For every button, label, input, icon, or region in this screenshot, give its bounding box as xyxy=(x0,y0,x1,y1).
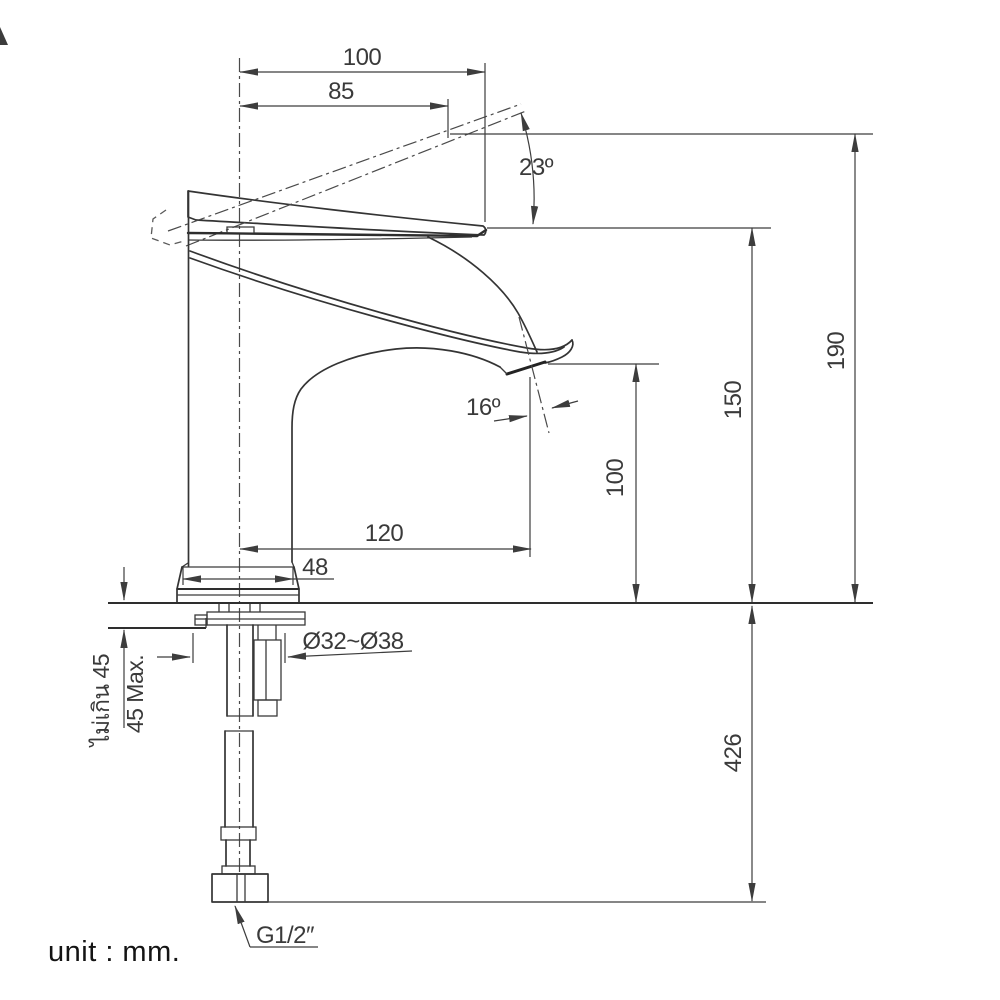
outlet-face xyxy=(505,360,547,376)
dim-label-outlet-reach: 120 xyxy=(365,520,404,547)
dim-label-handle-reach: 85 xyxy=(328,78,354,105)
spout-underside xyxy=(291,347,501,563)
body-top-plate xyxy=(186,228,488,238)
dimension-outlet-reach: 120 xyxy=(239,377,532,557)
dim-label-top-reach: 100 xyxy=(343,44,382,71)
dimension-under-height: 426 xyxy=(720,605,756,902)
base-flange xyxy=(176,561,300,603)
dim-label-thread: G1/2″ xyxy=(256,922,315,949)
dimension-outlet-angle: 16º xyxy=(466,316,579,434)
body-top-plate-lower xyxy=(187,236,473,241)
outlet-axis xyxy=(518,316,550,434)
mounting-hardware xyxy=(194,604,306,717)
dim-label-deck-max-en: 45 Max. xyxy=(122,655,148,733)
unit-note: unit : mm. xyxy=(48,936,180,968)
stud-end xyxy=(257,699,278,717)
dim-label-overall-height: 190 xyxy=(823,332,850,371)
pipe-step xyxy=(221,865,256,875)
spout-top-ridge-2 xyxy=(189,257,565,355)
dim-label-hole-diameter: Ø32~Ø38 xyxy=(302,628,403,655)
dimension-hole-diameter: Ø32~Ø38 xyxy=(157,628,413,663)
dimension-handle-reach: 85 xyxy=(239,78,449,138)
dimension-base-width: 48 xyxy=(182,554,334,585)
corner-artifact xyxy=(0,27,8,45)
dim-label-outlet-height: 100 xyxy=(602,459,629,498)
spout-front-curve xyxy=(427,236,538,353)
outlet-notch xyxy=(499,366,508,375)
dimension-outlet-height: 100 xyxy=(602,363,640,603)
faucet-body xyxy=(150,58,574,872)
supply-pipe xyxy=(211,730,269,903)
dim-label-handle-angle: 23º xyxy=(519,154,554,181)
dimension-spout-height: 150 xyxy=(720,227,756,603)
counter-deck xyxy=(108,601,873,630)
pipe-collar xyxy=(220,826,257,841)
cartridge-notch xyxy=(226,226,255,233)
dim-label-base-width: 48 xyxy=(302,554,328,581)
dim-label-deck-max-thai: ไม่เกิน 45 xyxy=(88,654,114,748)
dimension-handle-angle: 23º xyxy=(519,112,554,225)
spout-top-ridge xyxy=(189,250,573,351)
spout-nose xyxy=(544,339,574,364)
dimension-top-reach: 100 xyxy=(239,44,486,222)
thread-callout: G1/2″ xyxy=(234,905,318,949)
dim-label-outlet-angle: 16º xyxy=(466,394,501,421)
dim-label-spout-height: 150 xyxy=(720,381,747,420)
dimension-deck-thickness: ไม่เกิน 45 45 Max. xyxy=(88,567,148,748)
faucet-handle xyxy=(187,190,487,236)
handle-ghost-raised xyxy=(150,209,185,246)
dim-label-under-height: 426 xyxy=(720,734,747,773)
handle-raised-axis-1 xyxy=(167,103,522,232)
mounting-nut xyxy=(253,639,282,701)
inlet-nut xyxy=(211,873,269,903)
clamp-plate-tab xyxy=(194,614,208,626)
dimension-overall-height: 190 xyxy=(823,133,859,603)
